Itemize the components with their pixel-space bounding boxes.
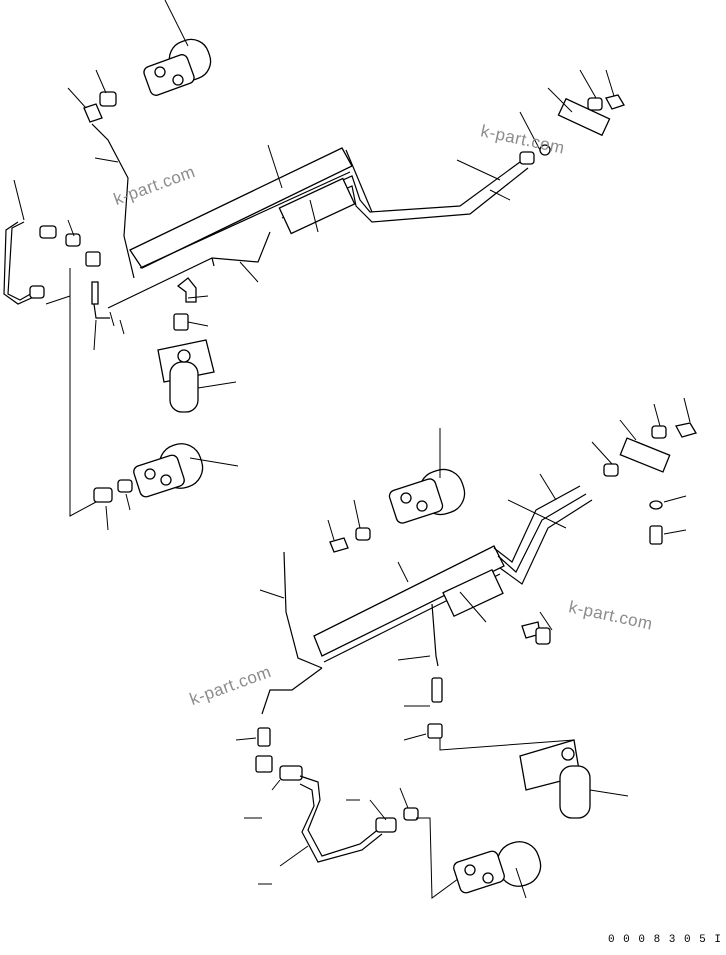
lower-top-pin-bracket bbox=[388, 468, 466, 524]
lower-assembly bbox=[235, 397, 697, 899]
upper-assembly bbox=[3, 0, 625, 531]
figure-number: 0 0 0 8 3 0 5 I bbox=[607, 934, 722, 946]
top-right-connector bbox=[519, 94, 625, 165]
fitting-5 bbox=[431, 677, 443, 703]
hose-fitting-3 bbox=[279, 765, 303, 781]
fitting-1 bbox=[99, 91, 117, 107]
washer-1 bbox=[117, 479, 133, 493]
fitting-7 bbox=[257, 727, 271, 747]
hose-fitting-4 bbox=[375, 817, 397, 833]
middle-pin-bracket bbox=[157, 339, 215, 413]
fitting-8 bbox=[403, 807, 419, 821]
connector-1 bbox=[85, 251, 101, 267]
hose-fitting-2 bbox=[39, 225, 57, 239]
elbow-1 bbox=[83, 103, 103, 123]
fitting-2 bbox=[173, 313, 189, 331]
fitting-3 bbox=[65, 233, 81, 247]
lower-pipe-main bbox=[313, 485, 593, 663]
lower-right-connector bbox=[603, 422, 697, 545]
elbow-2 bbox=[176, 277, 197, 303]
hose-fitting-1 bbox=[29, 285, 45, 299]
fitting-6 bbox=[427, 723, 443, 739]
fitting-4 bbox=[93, 487, 113, 503]
lower-left-pin-bracket bbox=[133, 443, 204, 498]
top-pin-bracket bbox=[143, 38, 212, 96]
lower-right-pin-bracket bbox=[519, 739, 591, 819]
connector-2 bbox=[255, 755, 273, 773]
upper-pipe-main bbox=[129, 147, 529, 269]
bottom-pin-bracket bbox=[453, 841, 542, 894]
